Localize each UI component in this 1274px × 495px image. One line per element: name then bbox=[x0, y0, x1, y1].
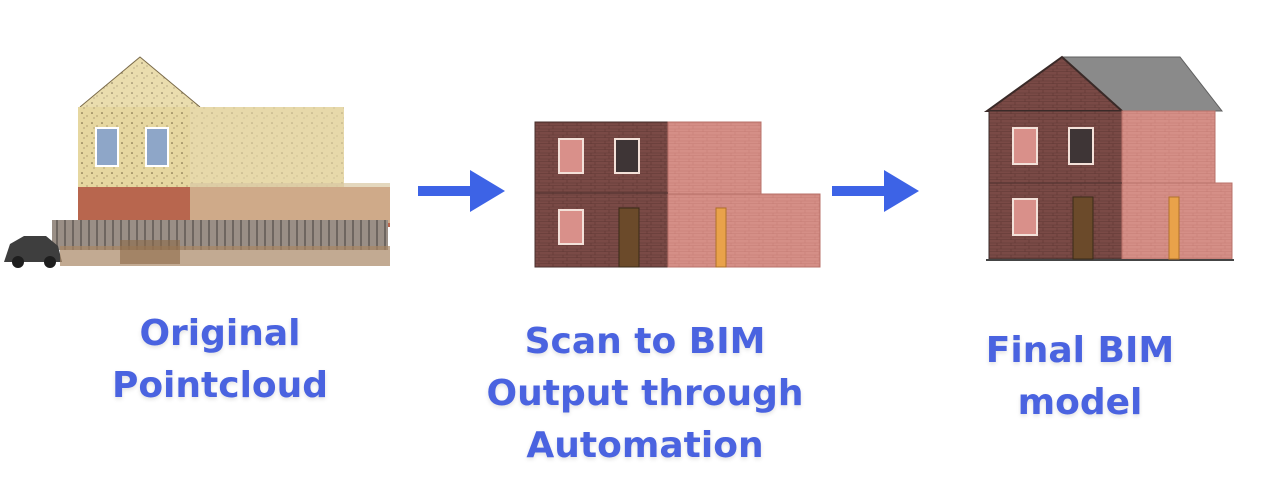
caption-scan-to-bim: Scan to BIM Output through Automation bbox=[470, 316, 820, 472]
caption-final-bim: Final BIM model bbox=[950, 325, 1210, 429]
scan-to-bim-image bbox=[534, 121, 821, 268]
caption-line: model bbox=[1017, 382, 1143, 423]
caption-line: Output through bbox=[486, 373, 804, 414]
caption-line: Final BIM bbox=[985, 330, 1175, 371]
caption-line: Automation bbox=[526, 425, 764, 466]
pointcloud-image bbox=[4, 56, 390, 268]
arrow-right-icon bbox=[832, 170, 919, 212]
caption-line: Pointcloud bbox=[111, 365, 329, 406]
final-bim-image bbox=[983, 55, 1234, 261]
arrow-right-icon bbox=[418, 170, 505, 212]
caption-line: Original bbox=[139, 313, 301, 354]
caption-line: Scan to BIM bbox=[524, 321, 766, 362]
caption-pointcloud: Original Pointcloud bbox=[90, 308, 350, 412]
